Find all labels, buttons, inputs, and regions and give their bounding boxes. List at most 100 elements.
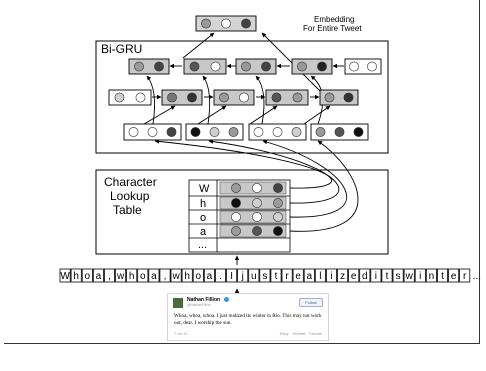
bwd-gru-state-3-dim-2 [261, 61, 271, 72]
bwd-gru-initial-state-dim-1 [349, 61, 359, 72]
char-input-a-dim-1 [315, 127, 326, 137]
lookup-row-W-dim-2 [252, 183, 262, 193]
input-char-text: . [219, 271, 222, 282]
input-char-text: d [362, 271, 368, 282]
lookup-label-line3: Table [113, 203, 142, 217]
reply-action[interactable]: Reply [279, 332, 289, 336]
embedding-label-line2: For Entire Tweet [303, 24, 362, 33]
input-char-text: , [108, 271, 111, 282]
input-char-box [170, 268, 182, 283]
input-char-text: z [340, 271, 345, 282]
fwd-gru-state-4-dim-2 [343, 92, 354, 103]
tweet-embedding-vector-dim-1 [201, 18, 211, 29]
favorite-action[interactable]: Favorite [309, 332, 322, 336]
char-input-o-dim-2 [272, 127, 283, 137]
bwd-gru-state-2-dim-1 [189, 61, 200, 72]
input-char-box [414, 268, 426, 283]
char-input-o-dim-3 [291, 127, 302, 137]
input-char-box [292, 268, 304, 283]
lookup-row-h-char: h [200, 198, 206, 210]
input-char-box [92, 268, 104, 283]
input-char-text: s [262, 271, 267, 282]
fwd-gru-state-3-dim-1 [271, 92, 282, 103]
bigru-label: Bi-GRU [101, 42, 142, 56]
input-char-box [104, 268, 116, 283]
input-char-box [214, 268, 226, 283]
input-char-box [436, 268, 448, 283]
input-char-text: a [307, 271, 313, 282]
fwd-gru-state-4-dim-1 [324, 92, 335, 103]
char-input-h-dim-1 [190, 127, 201, 137]
lookup-panel [95, 169, 389, 255]
tweet-text: Whoa, whoa, whoa. I just realized its wi… [174, 313, 322, 326]
input-char-text: s [396, 271, 401, 282]
lookup-row-W-char: W [199, 183, 210, 195]
retweet-action[interactable]: Retweet [292, 332, 306, 336]
input-char-text: a [207, 271, 213, 282]
fwd-gru-state-1-dim-2 [187, 92, 197, 103]
input-char-text: r [463, 271, 467, 282]
bwd-gru-state-1-dim-1 [134, 61, 144, 72]
lookup-row-a-char: a [200, 226, 207, 238]
input-char-box [81, 268, 93, 283]
tweet-date: 7 Jun 10 [174, 332, 188, 336]
input-char-text: h [129, 271, 135, 282]
input-char-box [370, 268, 382, 283]
input-char-box [281, 268, 293, 283]
char-input-a-dim-3 [353, 127, 364, 137]
input-char-text: e [295, 271, 301, 282]
lookup-row-o-char: o [200, 212, 206, 224]
lookup-row-a-dim-1 [231, 226, 241, 236]
tweet-embedding-vector-dim-2 [221, 18, 231, 29]
fwd-gru-initial-state-dim-2 [135, 92, 146, 103]
input-char-text: o [85, 271, 91, 282]
input-char-text: I [230, 271, 233, 282]
bwd-gru-state-4-dim-2 [317, 61, 327, 72]
char-input-h-dim-2 [209, 127, 220, 137]
lookup-row-h-dim-3 [273, 198, 283, 208]
embedding-label-line1: Embedding [314, 15, 354, 24]
input-char-box [359, 268, 371, 283]
input-char-text: u [251, 271, 257, 282]
input-char-box [448, 268, 460, 283]
fwd-gru-initial-state-dim-1 [114, 92, 125, 103]
follow-button[interactable]: Follow [299, 298, 323, 307]
input-char-text: w [405, 271, 414, 282]
tweet-avatar [173, 298, 183, 308]
tweet-embedding-vector-dim-3 [241, 18, 251, 29]
lookup-row-a-dim-3 [273, 226, 283, 236]
lookup-label-line2: Lookup [110, 189, 150, 203]
input-char-box [325, 268, 337, 283]
bwd-gru-state-2-dim-2 [210, 61, 221, 72]
lookup-row-ellipsis: ... [198, 239, 207, 251]
input-char-box [159, 268, 171, 283]
input-char-box [115, 268, 127, 283]
tweet-actions: Reply Retweet Favorite [277, 332, 322, 336]
input-char-box [181, 268, 193, 283]
input-char-text: l [319, 271, 321, 282]
input-char-box [303, 268, 315, 283]
lookup-table: W h o a ... [188, 179, 291, 253]
input-char-box [337, 268, 349, 283]
lookup-row-h-dim-2 [252, 198, 262, 208]
verified-icon [224, 297, 229, 302]
input-char-text: h [73, 271, 79, 282]
bwd-gru-state-4-dim-1 [297, 61, 307, 72]
tweet-author-name: Nathan Fillion [187, 297, 221, 303]
input-char-box [259, 268, 271, 283]
input-char-text: t [386, 271, 389, 282]
bigru-panel [95, 40, 389, 154]
input-char-text: W [60, 271, 70, 282]
input-char-text: n [429, 271, 435, 282]
input-char-text: , [164, 271, 167, 282]
input-char-box [314, 268, 326, 283]
input-char-box [226, 268, 238, 283]
input-char-box [237, 268, 249, 283]
bwd-gru-initial-state-dim-2 [367, 61, 377, 72]
tweet-card: Nathan Fillion @NathanFillion Follow Who… [167, 293, 329, 341]
input-char-text: i [375, 271, 377, 282]
input-char-box [248, 268, 260, 283]
bwd-gru-state-3-dim-1 [241, 61, 251, 72]
input-char-box [148, 268, 160, 283]
input-char-text: t [275, 271, 278, 282]
